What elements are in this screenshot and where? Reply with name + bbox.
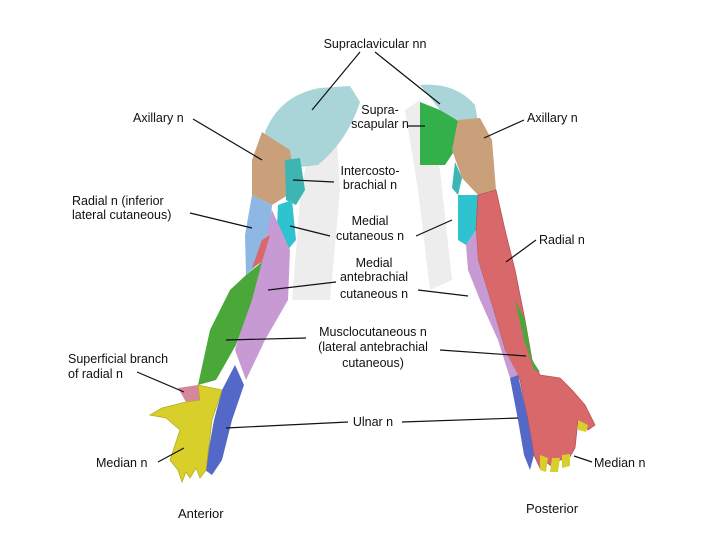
- caption-posterior: Posterior: [526, 501, 579, 516]
- leader-median-right: [573, 455, 593, 463]
- musculocutaneous-region-posterior: [515, 300, 540, 372]
- label-medial-antebrachial-3: cutaneous n: [339, 287, 409, 301]
- intercostobrachial-region-anterior: [285, 158, 305, 205]
- medial-cutaneous-region-posterior: [458, 195, 478, 245]
- anterior-arm: [148, 86, 360, 484]
- label-radial-inferior-2: lateral cutaneous): [72, 208, 172, 222]
- label-axillary-left: Axillary n: [133, 111, 184, 125]
- medial-antebrachial-region-anterior: [235, 210, 290, 380]
- label-median-right: Median n: [594, 456, 646, 470]
- label-radial-right: Radial n: [539, 233, 585, 247]
- torso-shading: [292, 100, 452, 300]
- leader-median-left: [157, 447, 185, 463]
- label-ulnar: Ulnar n: [352, 415, 394, 429]
- leader-axillary-right: [483, 119, 525, 139]
- label-axillary-right: Axillary n: [527, 111, 578, 125]
- leader-lines: [136, 51, 593, 463]
- leader-axillary-left: [192, 118, 263, 161]
- leader-ulnar-right: [401, 417, 519, 423]
- label-medial-cutaneous-1: Medial: [351, 214, 389, 228]
- leader-supraclavicular-anterior: [311, 51, 361, 111]
- label-suprascapular-1: Supra-: [361, 103, 399, 117]
- medial-antebrachial-region-posterior: [466, 230, 518, 378]
- label-suprascapular-2: scapular n: [351, 117, 409, 131]
- label-medial-cutaneous-2: cutaneous n: [335, 229, 405, 243]
- suprascapular-region: [420, 102, 460, 165]
- radial-anterior-sliver: [252, 235, 270, 268]
- leader-musculocutaneous-left: [225, 337, 307, 341]
- label-musculocutaneous-3: cutaneous): [342, 356, 404, 370]
- label-superficial-radial-2: of radial n: [68, 367, 123, 381]
- label-supraclavicular: Supraclavicular nn: [323, 37, 427, 51]
- leader-medial-cutaneous-left: [289, 225, 331, 237]
- intercostobrachial-region-posterior: [452, 162, 462, 195]
- leader-ulnar-left: [225, 421, 349, 429]
- supraclavicular-region-anterior: [265, 86, 360, 168]
- superficial-radial-region-anterior: [178, 385, 200, 402]
- leader-radial-right: [505, 239, 537, 263]
- leader-medial-antebrachial-left: [267, 281, 337, 291]
- median-region-posterior: [540, 420, 588, 472]
- supraclavicular-region-posterior: [420, 84, 478, 122]
- leader-medial-antebrachial-right: [417, 289, 469, 297]
- ulnar-region-posterior: [510, 375, 534, 470]
- leader-superficial-radial: [136, 371, 185, 393]
- label-intercostobrachial-1: Intercosto-: [340, 164, 400, 178]
- label-median-left: Median n: [96, 456, 148, 470]
- label-intercostobrachial-2: brachial n: [342, 178, 398, 192]
- leader-intercostobrachial: [292, 179, 335, 183]
- leader-musculocutaneous-right: [439, 349, 527, 357]
- axillary-region-anterior: [252, 132, 296, 205]
- ulnar-region-anterior: [205, 365, 244, 475]
- label-medial-antebrachial-2: antebrachial: [339, 270, 409, 284]
- median-region-anterior: [148, 384, 223, 484]
- caption-anterior: Anterior: [178, 506, 224, 521]
- leader-supraclavicular-posterior: [374, 51, 441, 105]
- leader-radial-inferior: [189, 212, 253, 229]
- label-medial-antebrachial-1: Medial: [355, 256, 393, 270]
- musculocutaneous-region-anterior: [198, 262, 262, 385]
- label-radial-inferior-1: Radial n (inferior: [72, 194, 164, 208]
- label-superficial-radial-1: Superficial branch: [68, 352, 169, 366]
- label-musculocutaneous-2: (lateral antebrachial: [318, 340, 428, 354]
- label-musculocutaneous-1: Musclocutaneous n: [319, 325, 427, 339]
- leader-medial-cutaneous-right: [415, 219, 453, 237]
